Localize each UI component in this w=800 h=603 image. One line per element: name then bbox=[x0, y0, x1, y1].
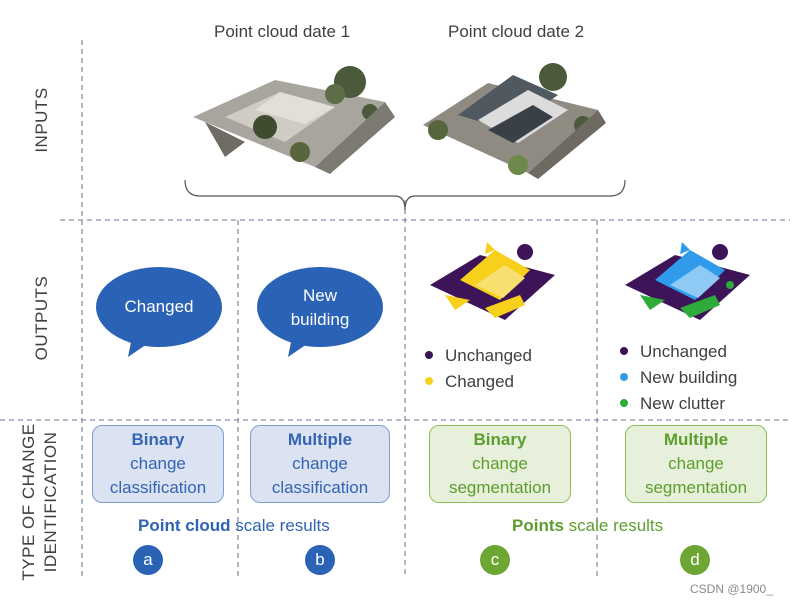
legend-binary: Unchanged Changed bbox=[425, 343, 532, 395]
marker-a: a bbox=[133, 545, 163, 575]
type-box-multiple-classification: Multiple change classification bbox=[250, 425, 390, 503]
input-title-date1: Point cloud date 1 bbox=[214, 22, 351, 41]
speech-bubble-changed bbox=[96, 267, 222, 357]
points-scale-results: Points scale results bbox=[512, 516, 664, 535]
marker-d: d bbox=[680, 545, 710, 575]
legend-item-unchanged: Unchanged bbox=[425, 343, 532, 369]
row-label-inputs: INPUTS bbox=[32, 87, 51, 153]
type-box-multiple-segmentation: Multiple change segmentation bbox=[625, 425, 767, 503]
unchanged-dot-icon bbox=[620, 346, 628, 355]
watermark: CSDN @1900_ bbox=[690, 582, 773, 596]
row-label-type: TYPE OF CHANGE IDENTIFICATION bbox=[19, 423, 60, 581]
legend-item-new-building: New building bbox=[620, 365, 737, 391]
bubble-text-new-building: New building bbox=[290, 286, 350, 329]
point-cloud-date2-image bbox=[423, 63, 606, 179]
row-label-outputs: OUTPUTS bbox=[32, 275, 51, 361]
legend-multiple: Unchanged New building New clutter bbox=[620, 339, 737, 417]
point-cloud-date1-image bbox=[193, 66, 395, 174]
point-cloud-scale-results: Point cloud scale results bbox=[138, 516, 330, 535]
bubble-text-changed: Changed bbox=[124, 297, 194, 316]
legend-item-unchanged: Unchanged bbox=[620, 339, 737, 365]
input-brace bbox=[184, 179, 626, 211]
input-title-date2: Point cloud date 2 bbox=[448, 22, 585, 41]
new-clutter-dot-icon bbox=[620, 398, 628, 407]
type-box-binary-classification: Binary change classification bbox=[92, 425, 224, 503]
binary-segmentation-image bbox=[430, 242, 555, 320]
type-box-binary-segmentation: Binary change segmentation bbox=[429, 425, 571, 503]
multiple-segmentation-image bbox=[625, 242, 750, 320]
new-building-dot-icon bbox=[620, 372, 628, 381]
legend-item-new-clutter: New clutter bbox=[620, 391, 737, 417]
legend-item-changed: Changed bbox=[425, 369, 532, 395]
unchanged-dot-icon bbox=[425, 350, 433, 359]
speech-bubble-new-building bbox=[257, 267, 383, 357]
marker-c: c bbox=[480, 545, 510, 575]
marker-b: b bbox=[305, 545, 335, 575]
changed-dot-icon bbox=[425, 376, 433, 385]
